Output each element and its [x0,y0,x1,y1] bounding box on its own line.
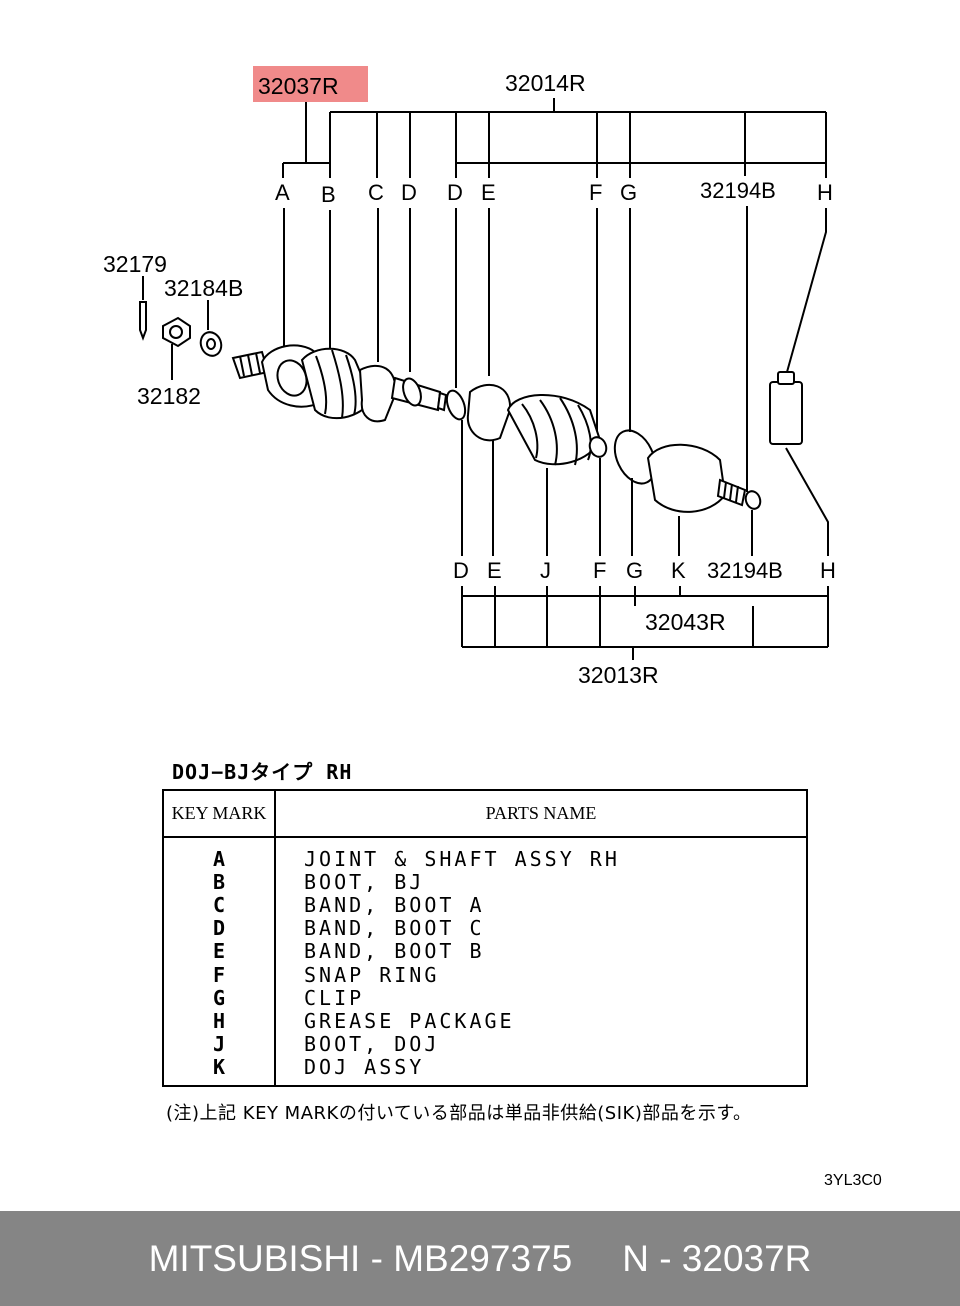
exploded-parts-diagram: 32037R 32014R A B C D D E F G 32194B H [103,66,836,688]
key-mark: A [212,846,226,871]
bottom-key-f: F [593,558,606,583]
bottom-key-32194b: 32194B [707,558,783,583]
part-label-32014R[interactable]: 32014R [505,70,586,96]
footnote: (注)上記 KEY MARKの付いている部品は単品非供給(SIK)部品を示す。 [166,1103,752,1124]
part-name: BAND, BOOT A [304,892,485,917]
bottom-key-g: G [626,558,643,583]
table-title: DOJ−BJタイプ RH [172,760,353,784]
top-key-c: C [368,180,384,205]
table-row: J BOOT, DOJ [164,1032,806,1057]
table-rows: A JOINT & SHAFT ASSY RH B BOOT, BJ C BAND, … [164,846,806,1080]
key-mark: K [212,1055,226,1080]
part-name: DOJ ASSY [304,1055,425,1080]
bottom-key-e: E [487,558,502,583]
part-label-32037R[interactable]: 32037R [258,73,339,99]
part-name: CLIP [304,985,365,1010]
part-label-32182[interactable]: 32182 [137,383,201,409]
footer-bar: MITSUBISHI - MB297375 N - 32037R [0,1211,960,1306]
part-to-bottom-leaders [461,420,829,556]
key-mark: C [212,892,226,917]
table-row: E BAND, BOOT B [164,939,806,964]
table-row: D BAND, BOOT C [164,916,806,941]
part-label-32043R[interactable]: 32043R [645,609,726,635]
part-name: BOOT, BJ [304,869,425,894]
part-name: BAND, BOOT C [304,916,485,941]
footer-ref: N - 32037R [622,1237,812,1279]
top-key-f: F [589,180,602,205]
drawing-code: 3YL3C0 [824,1172,882,1189]
bottom-key-k: K [671,558,686,583]
header-parts-name: PARTS NAME [485,803,597,823]
table-row: B BOOT, BJ [164,869,806,894]
table-row: C BAND, BOOT A [164,892,806,917]
top-key-d1: D [401,180,417,205]
bottom-leader-lines [461,586,829,660]
key-mark: E [212,939,226,964]
highlight-box [253,66,368,102]
top-key-32194b: 32194B [700,178,776,203]
top-key-a: A [275,180,290,205]
part-label-32179[interactable]: 32179 [103,251,167,277]
key-mark: H [212,1008,226,1033]
table-row: K DOJ ASSY [164,1055,806,1080]
part-name: JOINT & SHAFT ASSY RH [304,846,620,871]
clip-ring [613,429,657,485]
part-label-32184B[interactable]: 32184B [164,275,243,301]
part-name: GREASE PACKAGE [304,1008,515,1033]
table-header-divider [164,836,806,838]
key-mark: J [212,1032,226,1057]
part-name: BAND, BOOT B [304,939,485,964]
bottom-key-h: H [820,558,836,583]
hub-nut-icon [162,316,191,348]
drive-shaft-assembly-icon [231,344,803,513]
bottom-key-d: D [453,558,469,583]
cotter-pin-icon [139,301,147,341]
top-key-b: B [321,182,336,207]
top-key-labels: A B C D D E F G 32194B H [275,178,833,207]
table-row: H GREASE PACKAGE [164,1008,806,1033]
top-key-g: G [620,180,637,205]
top-key-d2: D [447,180,463,205]
top-leader-lines [282,98,827,178]
bottom-key-labels: D E J F G K 32194B H [453,558,836,583]
key-mark: F [212,962,226,987]
header-key-mark: KEY MARK [171,803,267,823]
table-divider [274,791,276,1085]
part-name: SNAP RING [304,962,440,987]
table-row: G CLIP [164,985,806,1010]
key-mark: G [212,985,226,1010]
top-to-part-leaders [283,206,827,492]
table-row: A JOINT & SHAFT ASSY RH [164,846,806,871]
footer-brand-part: MITSUBISHI - MB297375 [148,1237,573,1279]
parts-table: KEY MARK PARTS NAME A JOINT & SHAFT ASSY … [162,789,808,1087]
key-mark: B [212,869,226,894]
top-key-h: H [817,180,833,205]
key-mark: D [212,916,226,941]
bottom-key-j: J [540,558,551,583]
part-name: BOOT, DOJ [304,1032,440,1057]
part-label-32013R[interactable]: 32013R [578,662,659,688]
washer-icon [199,331,223,357]
table-row: F SNAP RING [164,962,806,987]
top-key-e: E [481,180,496,205]
